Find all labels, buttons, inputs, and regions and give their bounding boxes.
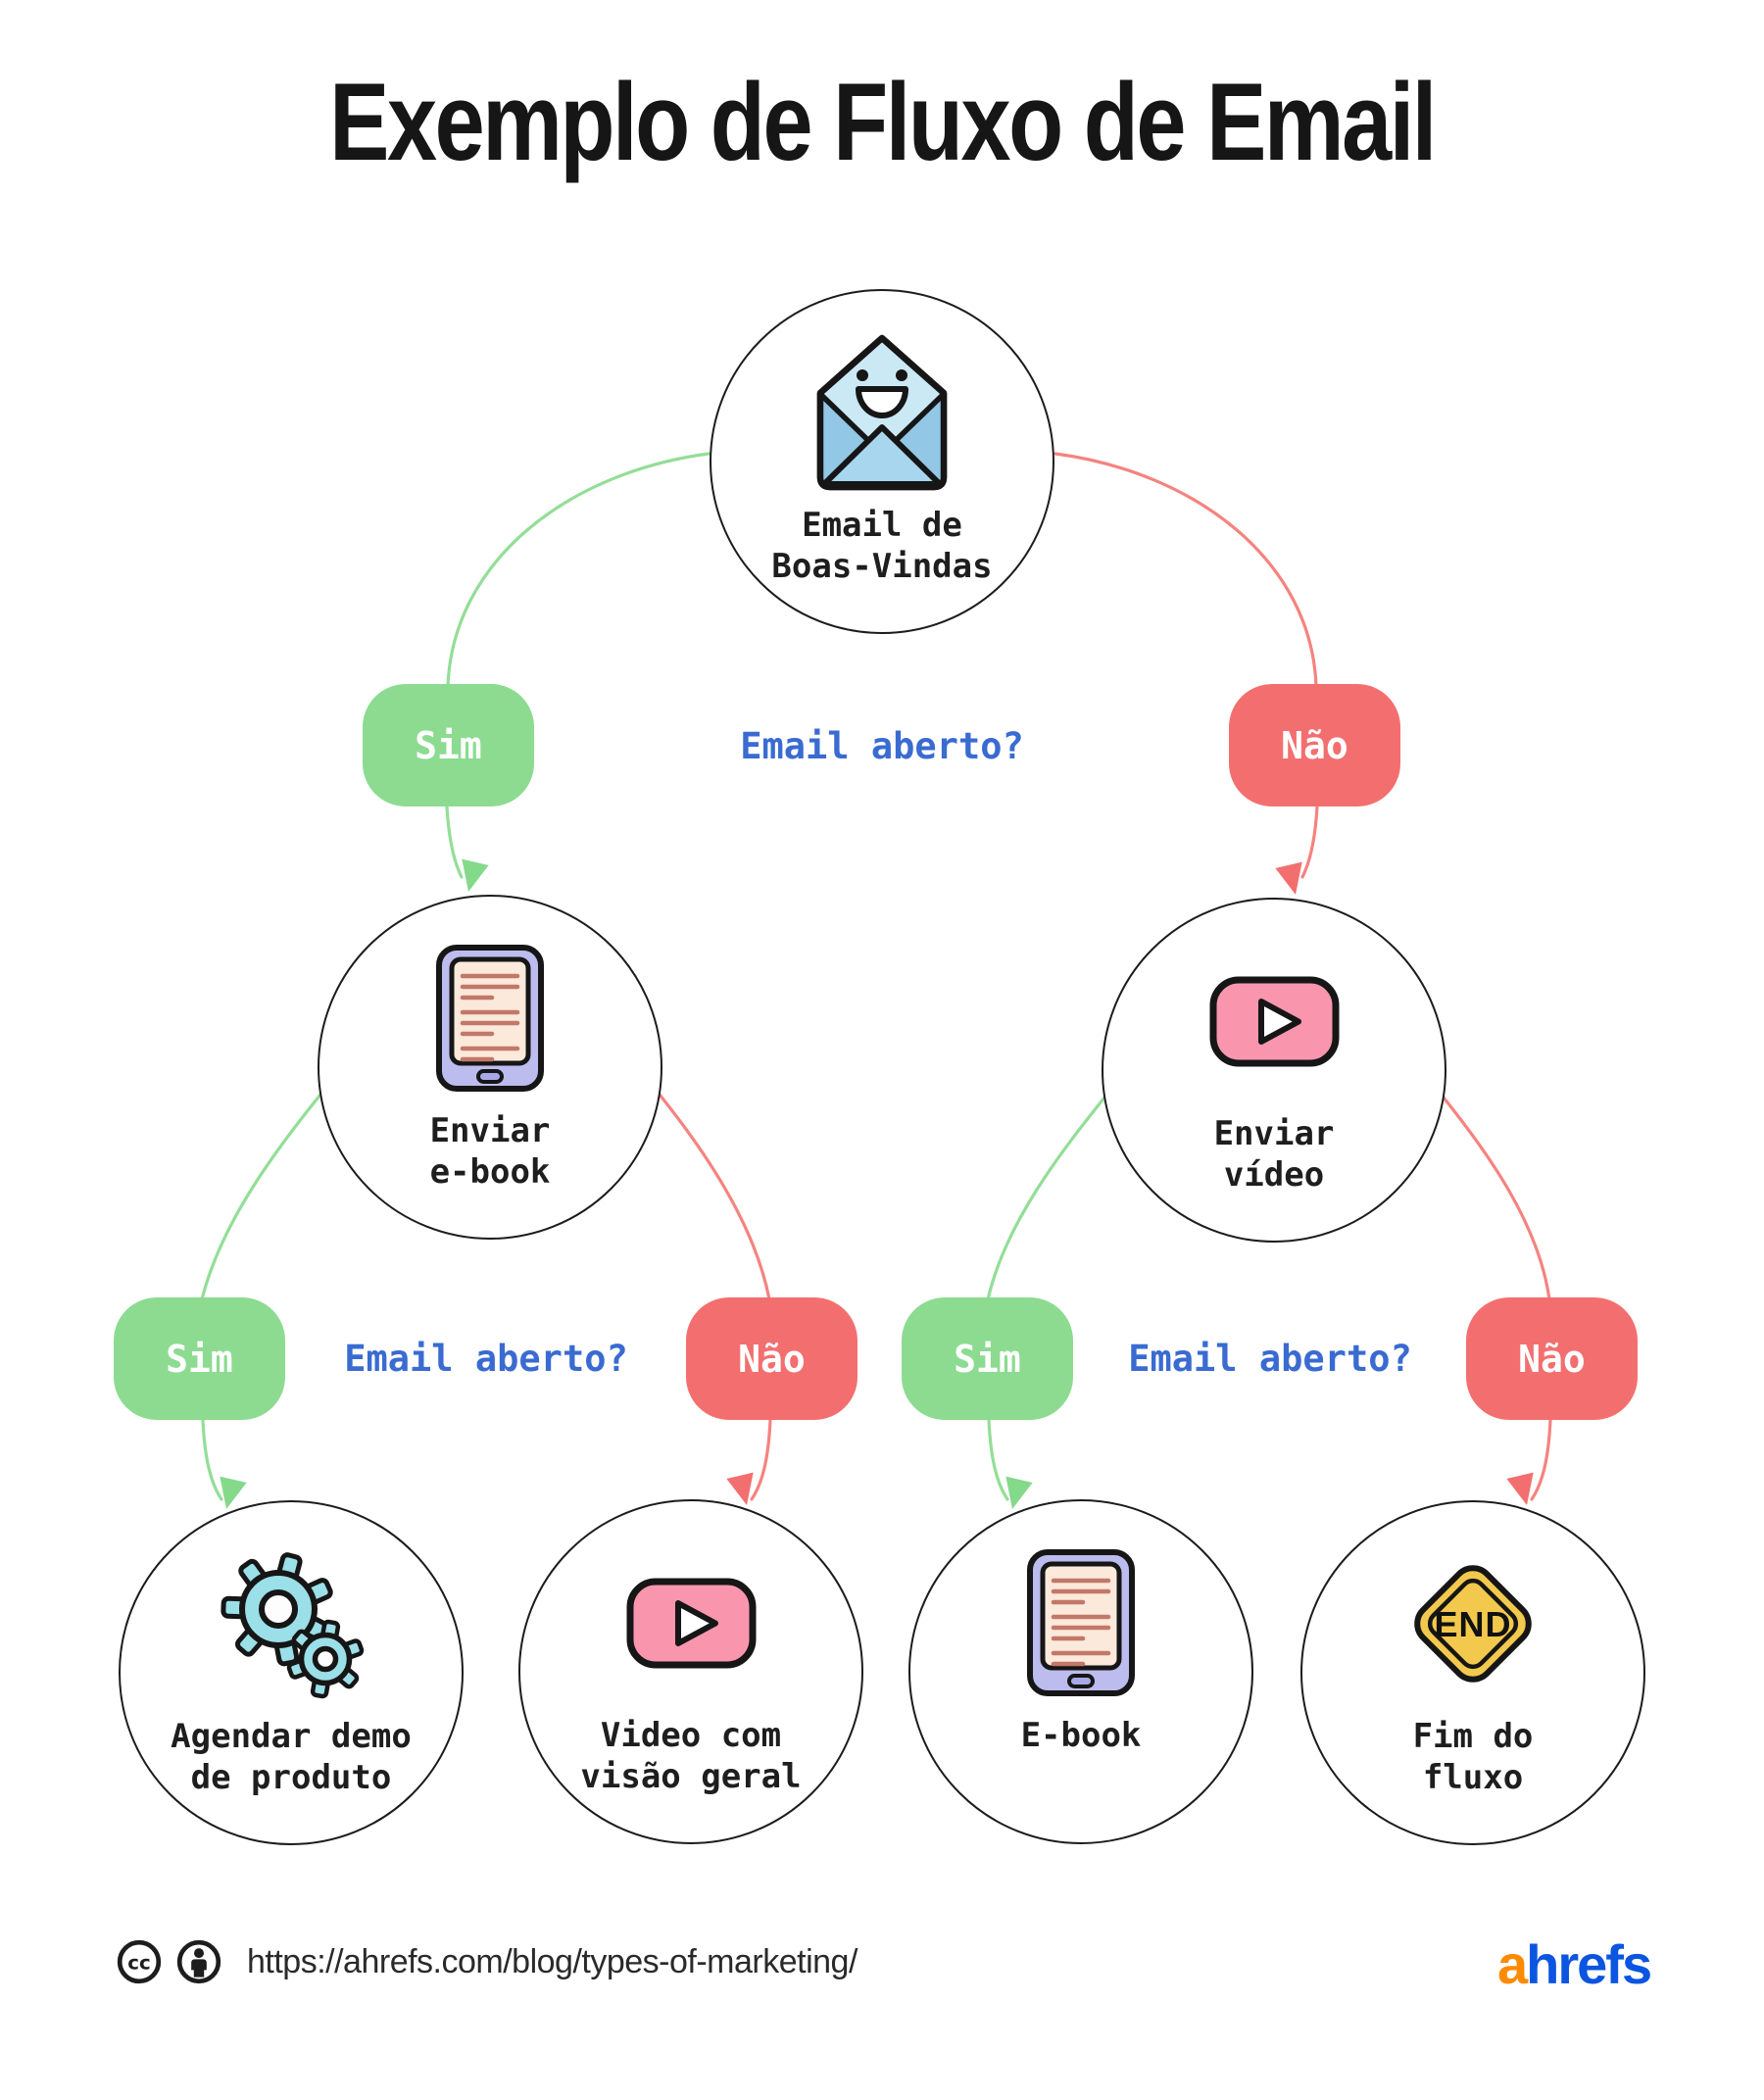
ebook-tablet-icon-svg <box>436 945 544 1092</box>
ebook-tablet-icon <box>435 936 545 1100</box>
end-sign-text: END <box>1434 1604 1511 1644</box>
pill-no-2-left: Não <box>686 1297 858 1420</box>
node-label-line: de produto <box>190 1758 392 1797</box>
attribution-icon <box>175 1938 222 1985</box>
smiling-envelope-icon-svg <box>816 334 948 491</box>
arrowhead-no-2-left <box>726 1472 754 1505</box>
node-send-video: Enviar vídeo <box>1102 898 1446 1243</box>
ahrefs-logo: ahrefs <box>1497 1932 1652 1996</box>
smiling-envelope-icon <box>808 330 956 495</box>
node-label-schedule-demo: Agendar demo de produto <box>171 1716 412 1798</box>
node-label-line: Enviar <box>1213 1114 1335 1153</box>
cc-icon: cc <box>116 1938 163 1985</box>
end-road-sign-icon: END <box>1396 1541 1550 1706</box>
page-title: Exemplo de Fluxo de Email <box>329 61 1437 183</box>
node-label-line: Fim do <box>1412 1717 1534 1756</box>
node-label-line: Video com <box>600 1716 782 1755</box>
pill-no-label: Não <box>1518 1337 1586 1381</box>
arrowhead-yes-2-left <box>220 1476 247 1509</box>
pill-no-label: Não <box>1281 723 1348 767</box>
node-label-ebook: E-book <box>1021 1715 1142 1756</box>
connector-yes-1 <box>445 452 710 879</box>
ebook-tablet-icon <box>1026 1540 1136 1705</box>
connector-no-1 <box>1054 452 1319 879</box>
pill-no-2-right: Não <box>1466 1297 1638 1420</box>
ebook-tablet-icon-svg <box>1027 1549 1135 1696</box>
node-label-line: Email de <box>802 506 962 545</box>
gears-icon-svg <box>220 1551 364 1698</box>
cc-icon-text: cc <box>127 1951 151 1974</box>
decision-email-open-2: Email aberto? <box>344 1338 628 1380</box>
node-overview-video: Video com visão geral <box>518 1499 863 1844</box>
node-label-line: E-book <box>1020 1716 1142 1755</box>
node-label-welcome-email: Email de Boas-Vindas <box>771 505 992 587</box>
node-label-end-flow: Fim do fluxo <box>1413 1716 1534 1798</box>
node-label-overview-video: Video com visão geral <box>580 1715 801 1797</box>
node-welcome-email: Email de Boas-Vindas <box>710 289 1054 634</box>
connector-no-2-right <box>1442 1096 1552 1501</box>
connector-yes-2-left <box>200 1093 322 1501</box>
arrowhead-yes-1 <box>462 858 489 892</box>
end-road-sign-icon-svg: END <box>1414 1565 1532 1683</box>
node-label-send-ebook: Enviar e-book <box>430 1110 551 1193</box>
arrowhead-no-1 <box>1275 861 1302 895</box>
node-label-line: Agendar demo <box>171 1717 412 1756</box>
node-send-ebook: Enviar e-book <box>318 895 662 1240</box>
node-schedule-demo: Agendar demo de produto <box>119 1500 464 1845</box>
pill-no-label: Não <box>738 1337 806 1381</box>
node-label-line: vídeo <box>1223 1155 1325 1195</box>
node-end-flow: END Fim do fluxo <box>1300 1500 1645 1845</box>
gears-icon <box>216 1541 368 1706</box>
node-label-line: Enviar <box>429 1111 551 1150</box>
node-ebook: E-book <box>908 1499 1253 1844</box>
pill-yes-label: Sim <box>166 1337 233 1381</box>
video-play-icon <box>625 1540 758 1705</box>
pill-no-1: Não <box>1229 684 1400 806</box>
node-label-send-video: Enviar vídeo <box>1214 1113 1335 1196</box>
pill-yes-label: Sim <box>415 723 482 767</box>
decision-email-open-1: Email aberto? <box>740 725 1024 767</box>
ahrefs-logo-a: a <box>1497 1933 1528 1995</box>
connector-yes-2-right <box>986 1096 1106 1501</box>
footer: cc https://ahrefs.com/blog/types-of-mark… <box>116 1934 858 1989</box>
source-url: https://ahrefs.com/blog/types-of-marketi… <box>247 1942 858 1980</box>
pill-yes-2-right: Sim <box>902 1297 1073 1420</box>
node-label-line: Boas-Vindas <box>771 547 993 586</box>
video-play-icon-svg <box>1209 976 1339 1066</box>
pill-yes-1: Sim <box>363 684 534 806</box>
node-label-line: fluxo <box>1422 1758 1524 1797</box>
video-play-icon-svg <box>626 1578 756 1668</box>
arrowhead-yes-2-right <box>1005 1476 1033 1509</box>
decision-email-open-3: Email aberto? <box>1128 1338 1412 1380</box>
pill-yes-label: Sim <box>954 1337 1021 1381</box>
arrowhead-no-2-right <box>1506 1472 1534 1505</box>
ahrefs-logo-hrefs: hrefs <box>1526 1933 1652 1995</box>
video-play-icon <box>1208 939 1341 1103</box>
connector-no-2-left <box>658 1093 772 1501</box>
pill-yes-2-left: Sim <box>114 1297 285 1420</box>
node-label-line: visão geral <box>580 1757 802 1796</box>
node-label-line: e-book <box>429 1152 551 1192</box>
